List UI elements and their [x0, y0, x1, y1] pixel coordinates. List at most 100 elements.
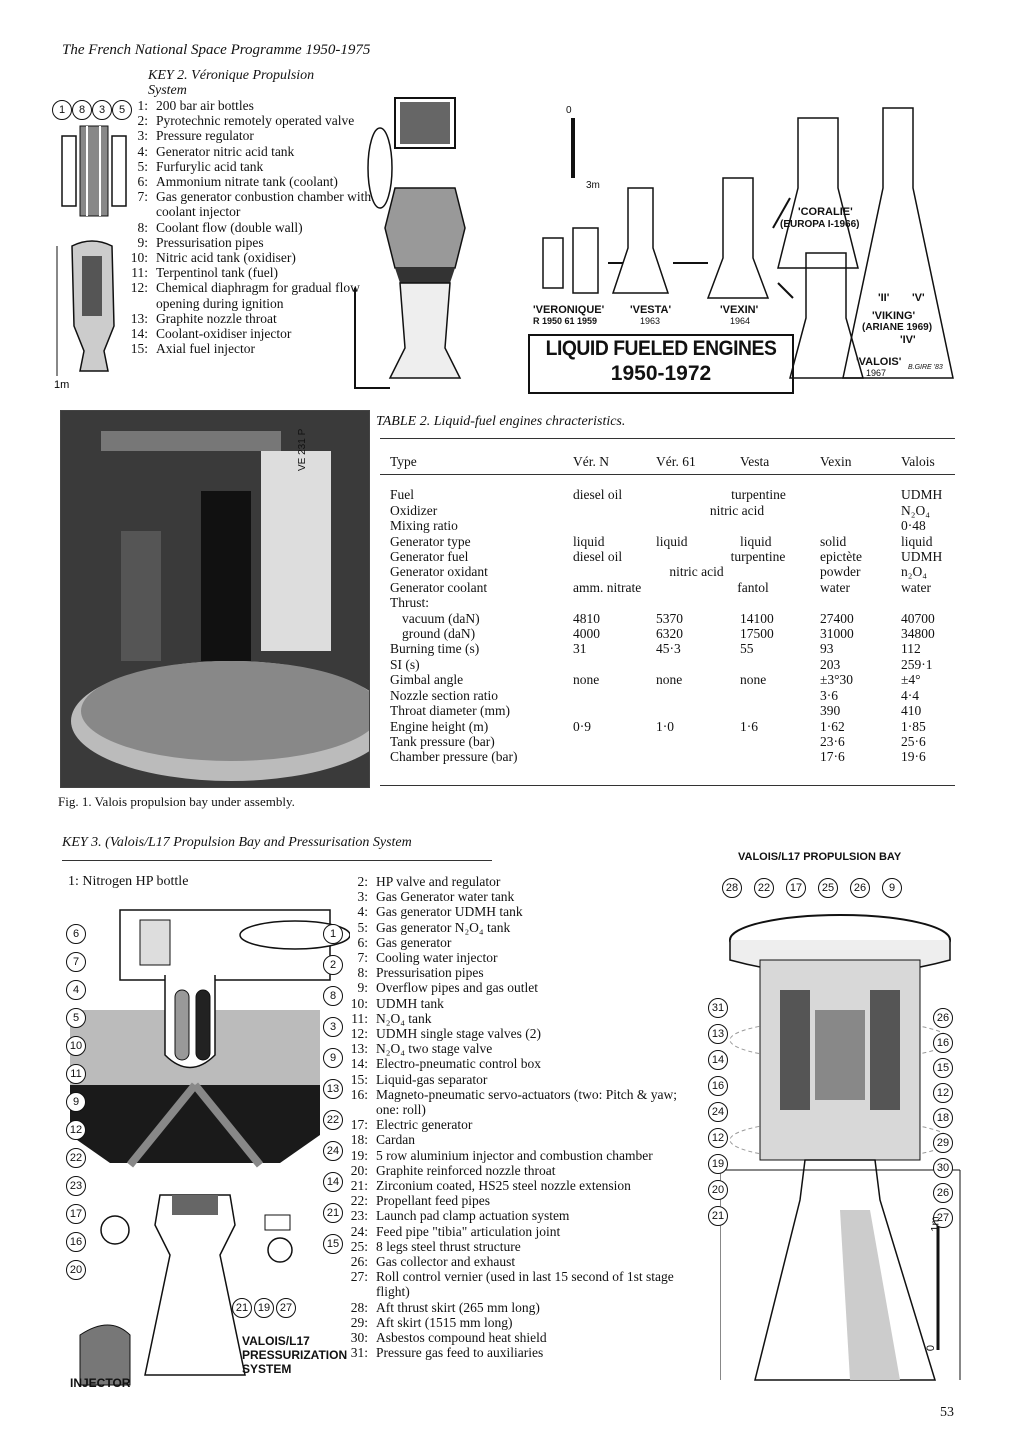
key3-item-number: 27:: [350, 1269, 368, 1285]
key2-item: 4:Generator nitric acid tank: [126, 144, 376, 159]
callout-9: 9: [882, 878, 902, 898]
callout-3: 3: [92, 100, 112, 120]
cell-valois: 410: [901, 703, 922, 719]
key2-item-text: Gas generator conbustion chamber with co…: [156, 189, 372, 220]
callout-23: 23: [66, 1176, 86, 1196]
cell-label: SI (s): [390, 656, 420, 672]
callout-12: 12: [66, 1120, 86, 1140]
cell-ver-n: 4000: [573, 626, 600, 642]
cell-vexin: 23·6: [820, 733, 845, 749]
callout-24: 24: [708, 1102, 728, 1122]
callout-12: 12: [708, 1128, 728, 1148]
key2-item: 13:Graphite nozzle throat: [126, 311, 376, 326]
key3-item-number: 22:: [350, 1193, 368, 1209]
cell-valois: 19·6: [901, 749, 926, 765]
fig1-photo-drawing: [61, 411, 391, 787]
cell-label: Fuel: [390, 487, 415, 503]
cell-label: Thrust:: [390, 595, 429, 611]
label-v: 'V': [912, 292, 925, 304]
cell-mid: nitric acid: [709, 502, 765, 518]
key2-item: 6:Ammonium nitrate tank (coolant): [126, 174, 376, 189]
key3-item-text: Propellant feed pipes: [376, 1193, 490, 1209]
cell-valois: liquid: [901, 533, 933, 549]
cell-label: Burning time (s): [390, 641, 480, 657]
key3-item-number: 2:: [357, 874, 368, 889]
key2-item-number: 4:: [137, 143, 148, 159]
cell-label: Generator type: [390, 533, 471, 549]
cell-valois: ±4°: [901, 672, 921, 688]
table2-header-rule: [380, 474, 955, 475]
cell-label: vacuum (daN): [402, 610, 480, 626]
callout-7: 7: [66, 952, 86, 972]
callout-8: 8: [323, 986, 343, 1006]
key3-item-number: 28:: [350, 1299, 368, 1315]
key3-item-number: 9:: [357, 980, 368, 996]
key3-item: 15:Liquid-gas separator: [346, 1072, 696, 1087]
key3-item-text: N₂O₄ two stage valve: [376, 1041, 493, 1057]
cell-valois: 34800: [901, 626, 935, 642]
callout-21: 21: [708, 1206, 728, 1226]
key2-item-text: Axial fuel injector: [156, 341, 255, 357]
callout-13: 13: [323, 1079, 343, 1099]
cell-vexin: 93: [820, 641, 834, 657]
key3-item-number: 26:: [350, 1254, 368, 1270]
key3-item-text: Cooling water injector: [376, 950, 498, 966]
cell-valois: 4·4: [901, 687, 919, 703]
cell-ver-n: 4810: [573, 610, 600, 626]
key3-item-number: 13:: [350, 1041, 368, 1057]
bay-scale-bottom: 0: [925, 1344, 938, 1352]
label-valois-year: 1967: [866, 368, 887, 378]
key3-item-text: HP valve and regulator: [376, 874, 501, 889]
key2-item-number: 2:: [137, 113, 148, 129]
key3-item-number: 25:: [350, 1238, 368, 1254]
cell-vexin: 17·6: [820, 749, 845, 765]
cell-valois: water: [901, 579, 931, 595]
callout-27: 27: [276, 1298, 296, 1318]
table2-caption: TABLE 2. Liquid-fuel engines chracterist…: [376, 414, 626, 429]
row-gen-oxidant: Generator oxidant nitric acid powder n₂O…: [390, 564, 990, 579]
key2-item: 11:Terpentinol tank (fuel): [126, 265, 376, 280]
callout-17: 17: [786, 878, 806, 898]
cell-valois: UDMH: [901, 549, 943, 565]
callout-16: 16: [66, 1232, 86, 1252]
key3-item-text: Electric generator: [376, 1117, 473, 1133]
cell-vesta: none: [740, 672, 767, 688]
callout-16: 16: [708, 1076, 728, 1096]
press-diagram-label: VALOIS/L17 PRESSURIZATION SYSTEM: [242, 1334, 347, 1376]
row-oxidizer: Oxidizer nitric acid N₂O₄: [390, 503, 990, 518]
press-label-line1: VALOIS/L17: [242, 1334, 310, 1348]
key3-item-text: Feed pipe "tibia" articulation joint: [376, 1223, 561, 1239]
callout-1: 1: [52, 100, 72, 120]
callout-3: 3: [323, 1017, 343, 1037]
callout-11: 11: [66, 1064, 86, 1084]
key2-item-number: 14:: [130, 326, 148, 342]
row-gen-coolant: Generator coolant amm. nitrate fantol wa…: [390, 580, 990, 595]
cell-label: Nozzle section ratio: [390, 687, 498, 703]
key3-item-text: UDMH tank: [376, 995, 444, 1011]
label-europa: (EUROPA I-1966): [780, 219, 860, 230]
cell-ver-61: 5370: [656, 610, 683, 626]
cell-valois: N₂O₄: [901, 502, 930, 518]
key3-item-text: 5 row aluminium injector and combustion …: [376, 1147, 653, 1163]
pressurization-system-diagram: [70, 909, 350, 1386]
key2-item: 7:Gas generator conbustion chamber with …: [126, 189, 376, 219]
callout-5: 5: [66, 1008, 86, 1028]
key3-item-number: 31:: [350, 1345, 368, 1361]
key3-item-number: 7:: [357, 950, 368, 966]
key3-item-number: 4:: [357, 904, 368, 920]
bay-title: VALOIS/L17 PROPULSION BAY: [738, 851, 902, 863]
key3-rule: [62, 860, 492, 861]
key3-item-number: 12:: [350, 1026, 368, 1042]
key3-item-text: 8 legs steel thrust structure: [376, 1238, 521, 1254]
callout-31: 31: [708, 998, 728, 1018]
key3-item-text: Cardan: [376, 1132, 415, 1148]
key3-item-number: 14:: [350, 1056, 368, 1072]
key3-item: 14:Electro-pneumatic control box: [346, 1056, 696, 1071]
fig1-photo: VE 231 P: [60, 410, 391, 788]
callout-24: 24: [323, 1141, 343, 1161]
key3-item: 25: 8 legs steel thrust structure: [346, 1239, 696, 1254]
cell-label: Gimbal angle: [390, 672, 464, 688]
row-thrust: Thrust:: [390, 595, 990, 610]
callout-17: 17: [66, 1204, 86, 1224]
